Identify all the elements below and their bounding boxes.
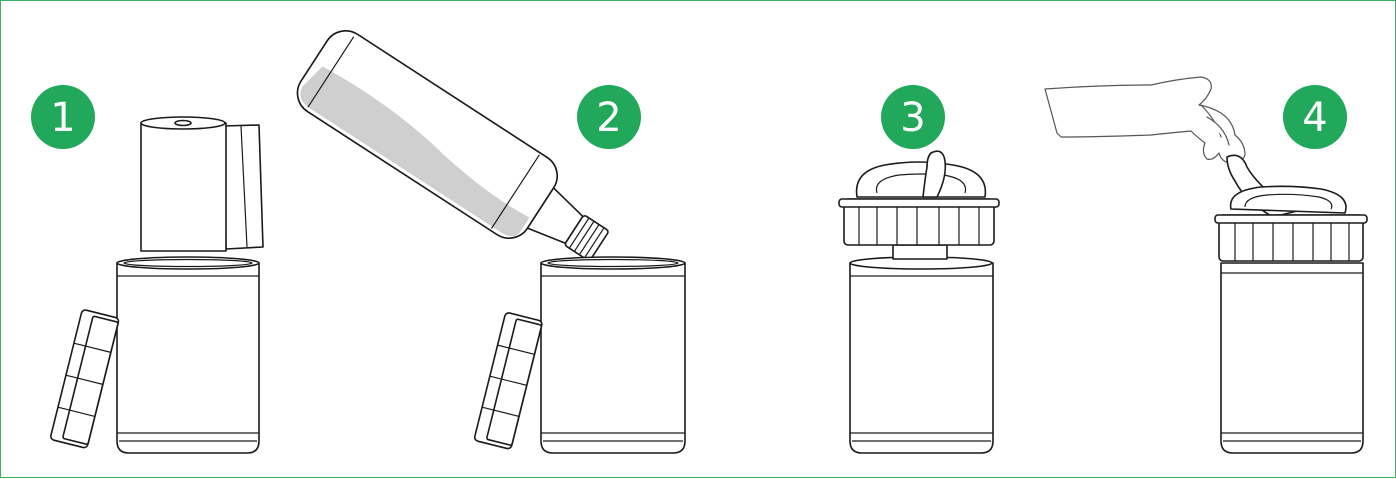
canister-icon — [850, 245, 993, 453]
canister-icon — [117, 257, 259, 453]
step-1: 1 — [31, 85, 263, 453]
lid-icon — [474, 312, 543, 449]
step-1-badge: 1 — [31, 85, 95, 149]
step-4-number: 4 — [1302, 95, 1327, 141]
lid-with-wipe-icon — [839, 151, 999, 245]
step-3-number: 3 — [900, 95, 925, 141]
canister-with-lid-icon — [1215, 186, 1367, 453]
lid-icon — [50, 309, 119, 448]
step-4: 4 — [1045, 77, 1367, 453]
hand-icon — [1045, 77, 1245, 163]
step-2-number: 2 — [596, 95, 621, 141]
step-3-badge: 3 — [881, 85, 945, 149]
step-4-badge: 4 — [1283, 85, 1347, 149]
step-2-badge: 2 — [577, 85, 641, 149]
step-1-number: 1 — [50, 95, 75, 141]
wipe-roll-icon — [141, 117, 263, 251]
bottle-icon — [289, 22, 624, 284]
canister-icon — [541, 257, 685, 453]
step-2: 2 — [289, 22, 685, 453]
step-3: 3 — [839, 85, 999, 453]
